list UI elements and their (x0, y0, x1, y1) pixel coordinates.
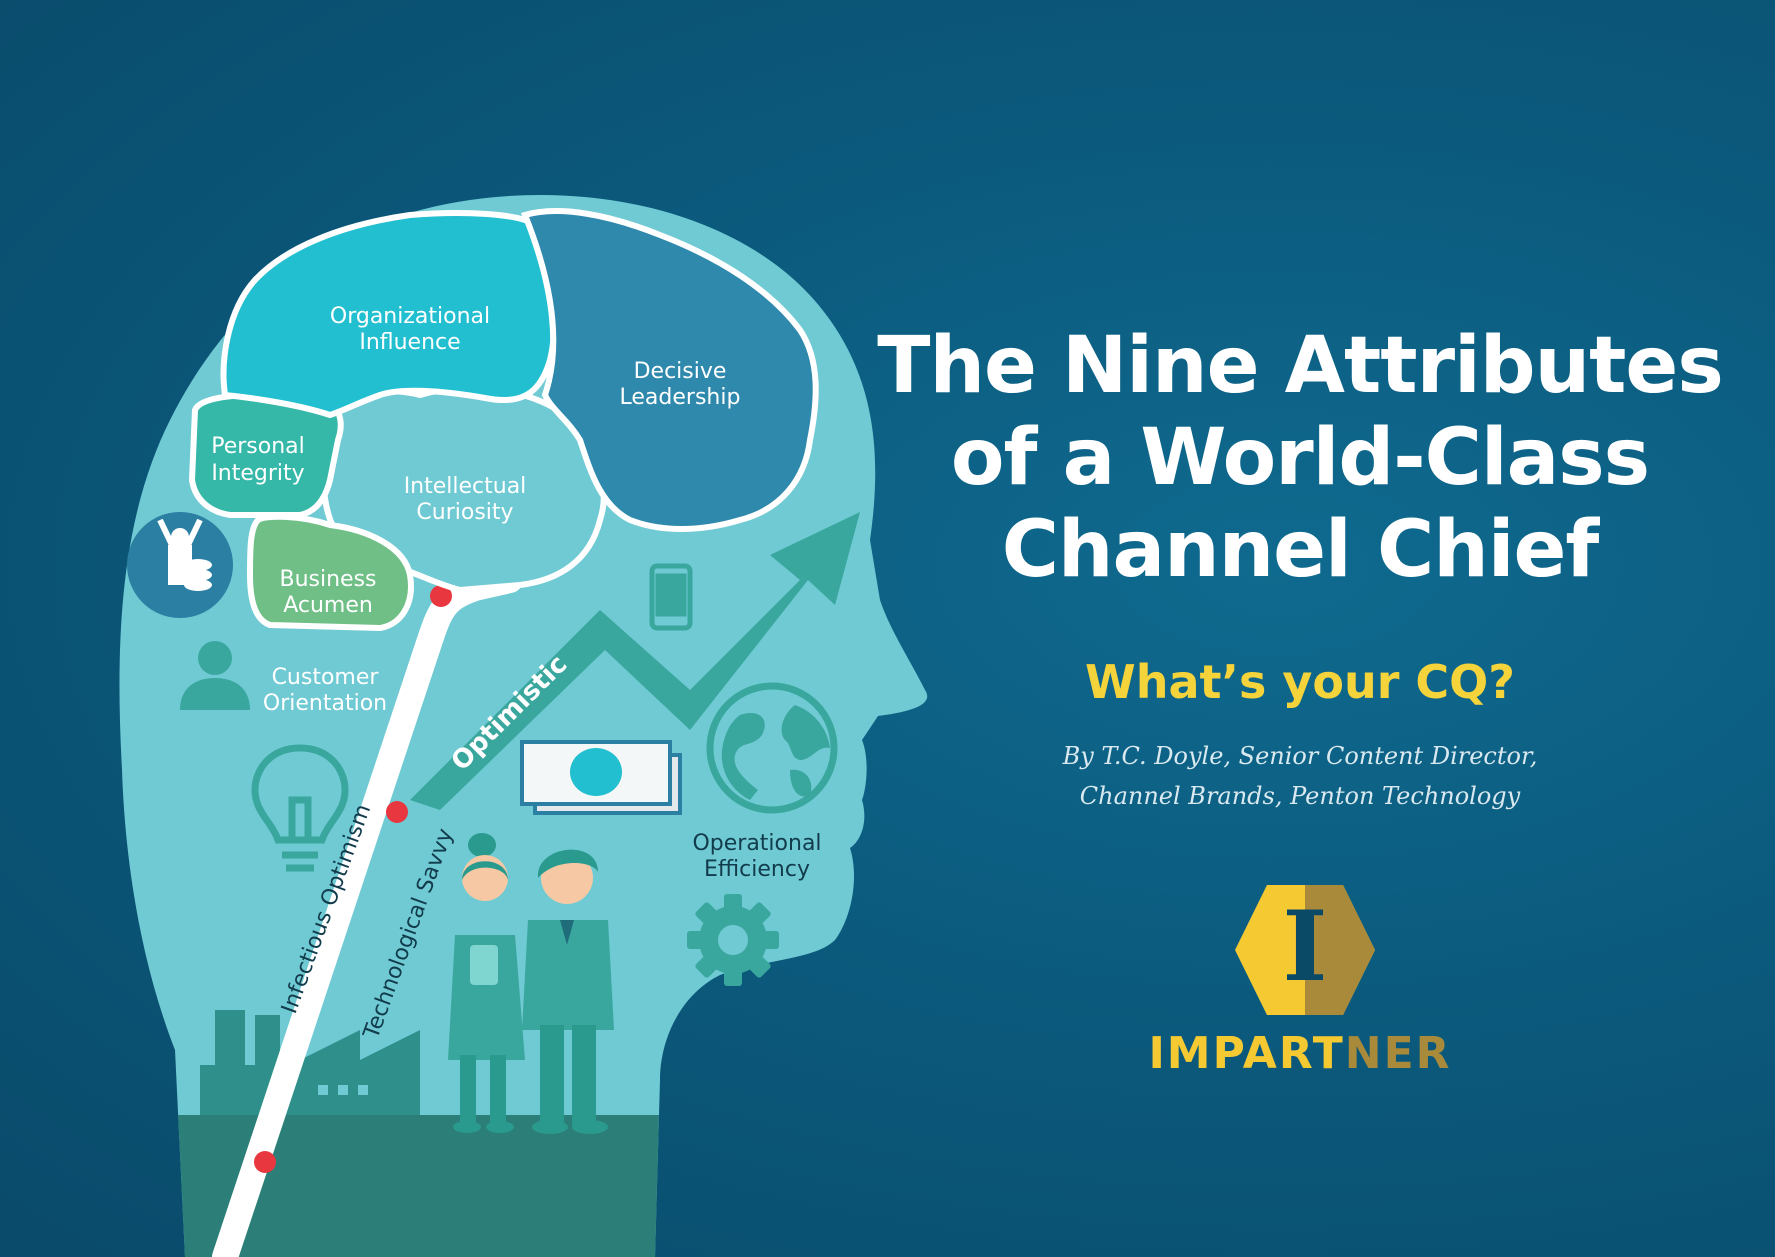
path-marker (386, 801, 408, 823)
globe-icon (706, 682, 838, 814)
brand-name-part: IMPART (1148, 1028, 1345, 1079)
brand-name-part: NER (1344, 1028, 1452, 1079)
business-acumen-label: Business (279, 567, 376, 592)
path-marker (430, 585, 452, 607)
banknote-icon (520, 740, 682, 815)
byline-line: By T.C. Doyle, Senior Content Director, (1062, 742, 1538, 770)
lightbulb-icon (251, 744, 349, 872)
decisive-leadership-label: Decisive (634, 359, 727, 384)
title-line: of a World-Class (950, 413, 1650, 503)
path-marker (254, 1151, 276, 1173)
operational-efficiency-label: Operational (692, 831, 821, 856)
decisive-leadership-label: Leadership (620, 385, 741, 410)
impartner-logo-icon: I (1235, 885, 1375, 1015)
intellectual-curiosity-label: Curiosity (416, 500, 513, 525)
personal-integrity-label: Personal (211, 434, 305, 459)
operational-efficiency-label: Efficiency (704, 857, 810, 882)
business-acumen-label: Acumen (283, 593, 373, 618)
gear-icon (687, 894, 779, 986)
people-icon (448, 833, 614, 1134)
customer-orientation-label: Orientation (263, 691, 387, 716)
customer-orientation-label: Customer (272, 665, 380, 690)
person-icon (180, 641, 250, 710)
personal-integrity-label: Integrity (211, 461, 304, 486)
title-line: Channel Chief (1001, 505, 1600, 595)
brain-region-business-acumen (246, 513, 414, 632)
page-title: The Nine Attributes of a World-Class Cha… (860, 320, 1740, 596)
subtitle: What’s your CQ? (1085, 655, 1515, 709)
money-person-icon (127, 512, 233, 618)
byline-line: Channel Brands, Penton Technology (1079, 782, 1521, 810)
smartphone-icon (649, 563, 693, 631)
growth-arrow (410, 512, 860, 810)
brain-region-decisive-leadership (520, 208, 819, 532)
organizational-influence-label: Influence (359, 330, 460, 355)
brand-name: IMPARTNER (1100, 1028, 1500, 1079)
intellectual-curiosity-label: Intellectual (404, 474, 527, 499)
title-line: The Nine Attributes (877, 321, 1724, 411)
logo-letter: I (1283, 890, 1328, 1003)
organizational-influence-label: Organizational (330, 304, 490, 329)
